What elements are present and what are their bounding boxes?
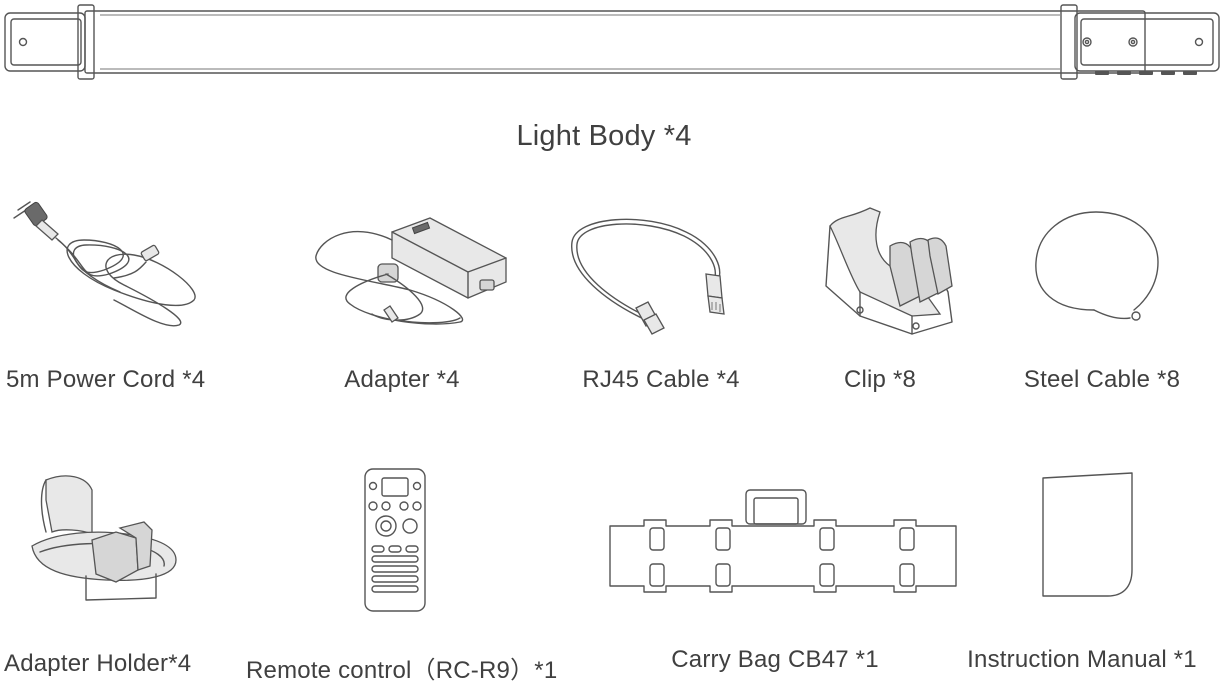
rj45-cable-label: RJ45 Cable *4: [582, 366, 740, 393]
adapter-holder-illustration: [26, 470, 182, 602]
instruction-manual-illustration: [1042, 472, 1134, 598]
rj45-cable-illustration: [566, 212, 746, 337]
clip-label: Clip *8: [843, 366, 917, 393]
carry-bag-illustration: [608, 489, 958, 606]
light-body-illustration: [4, 4, 1221, 81]
steel-cable-illustration: [1034, 210, 1164, 330]
power-cord-label: 5m Power Cord *4: [6, 366, 206, 393]
light-body-label: Light Body *4: [516, 120, 692, 152]
carry-bag-label: Carry Bag CB47 *1: [671, 646, 879, 673]
adapter-holder-label: Adapter Holder*4: [4, 650, 192, 677]
remote-control-illustration: [364, 468, 426, 612]
steel-cable-label: Steel Cable *8: [1023, 366, 1181, 393]
clip-illustration: [820, 206, 960, 338]
power-cord-illustration: [13, 200, 204, 330]
adapter-label: Adapter *4: [344, 366, 460, 393]
adapter-illustration: [310, 210, 510, 335]
instruction-manual-label: Instruction Manual *1: [967, 646, 1197, 673]
